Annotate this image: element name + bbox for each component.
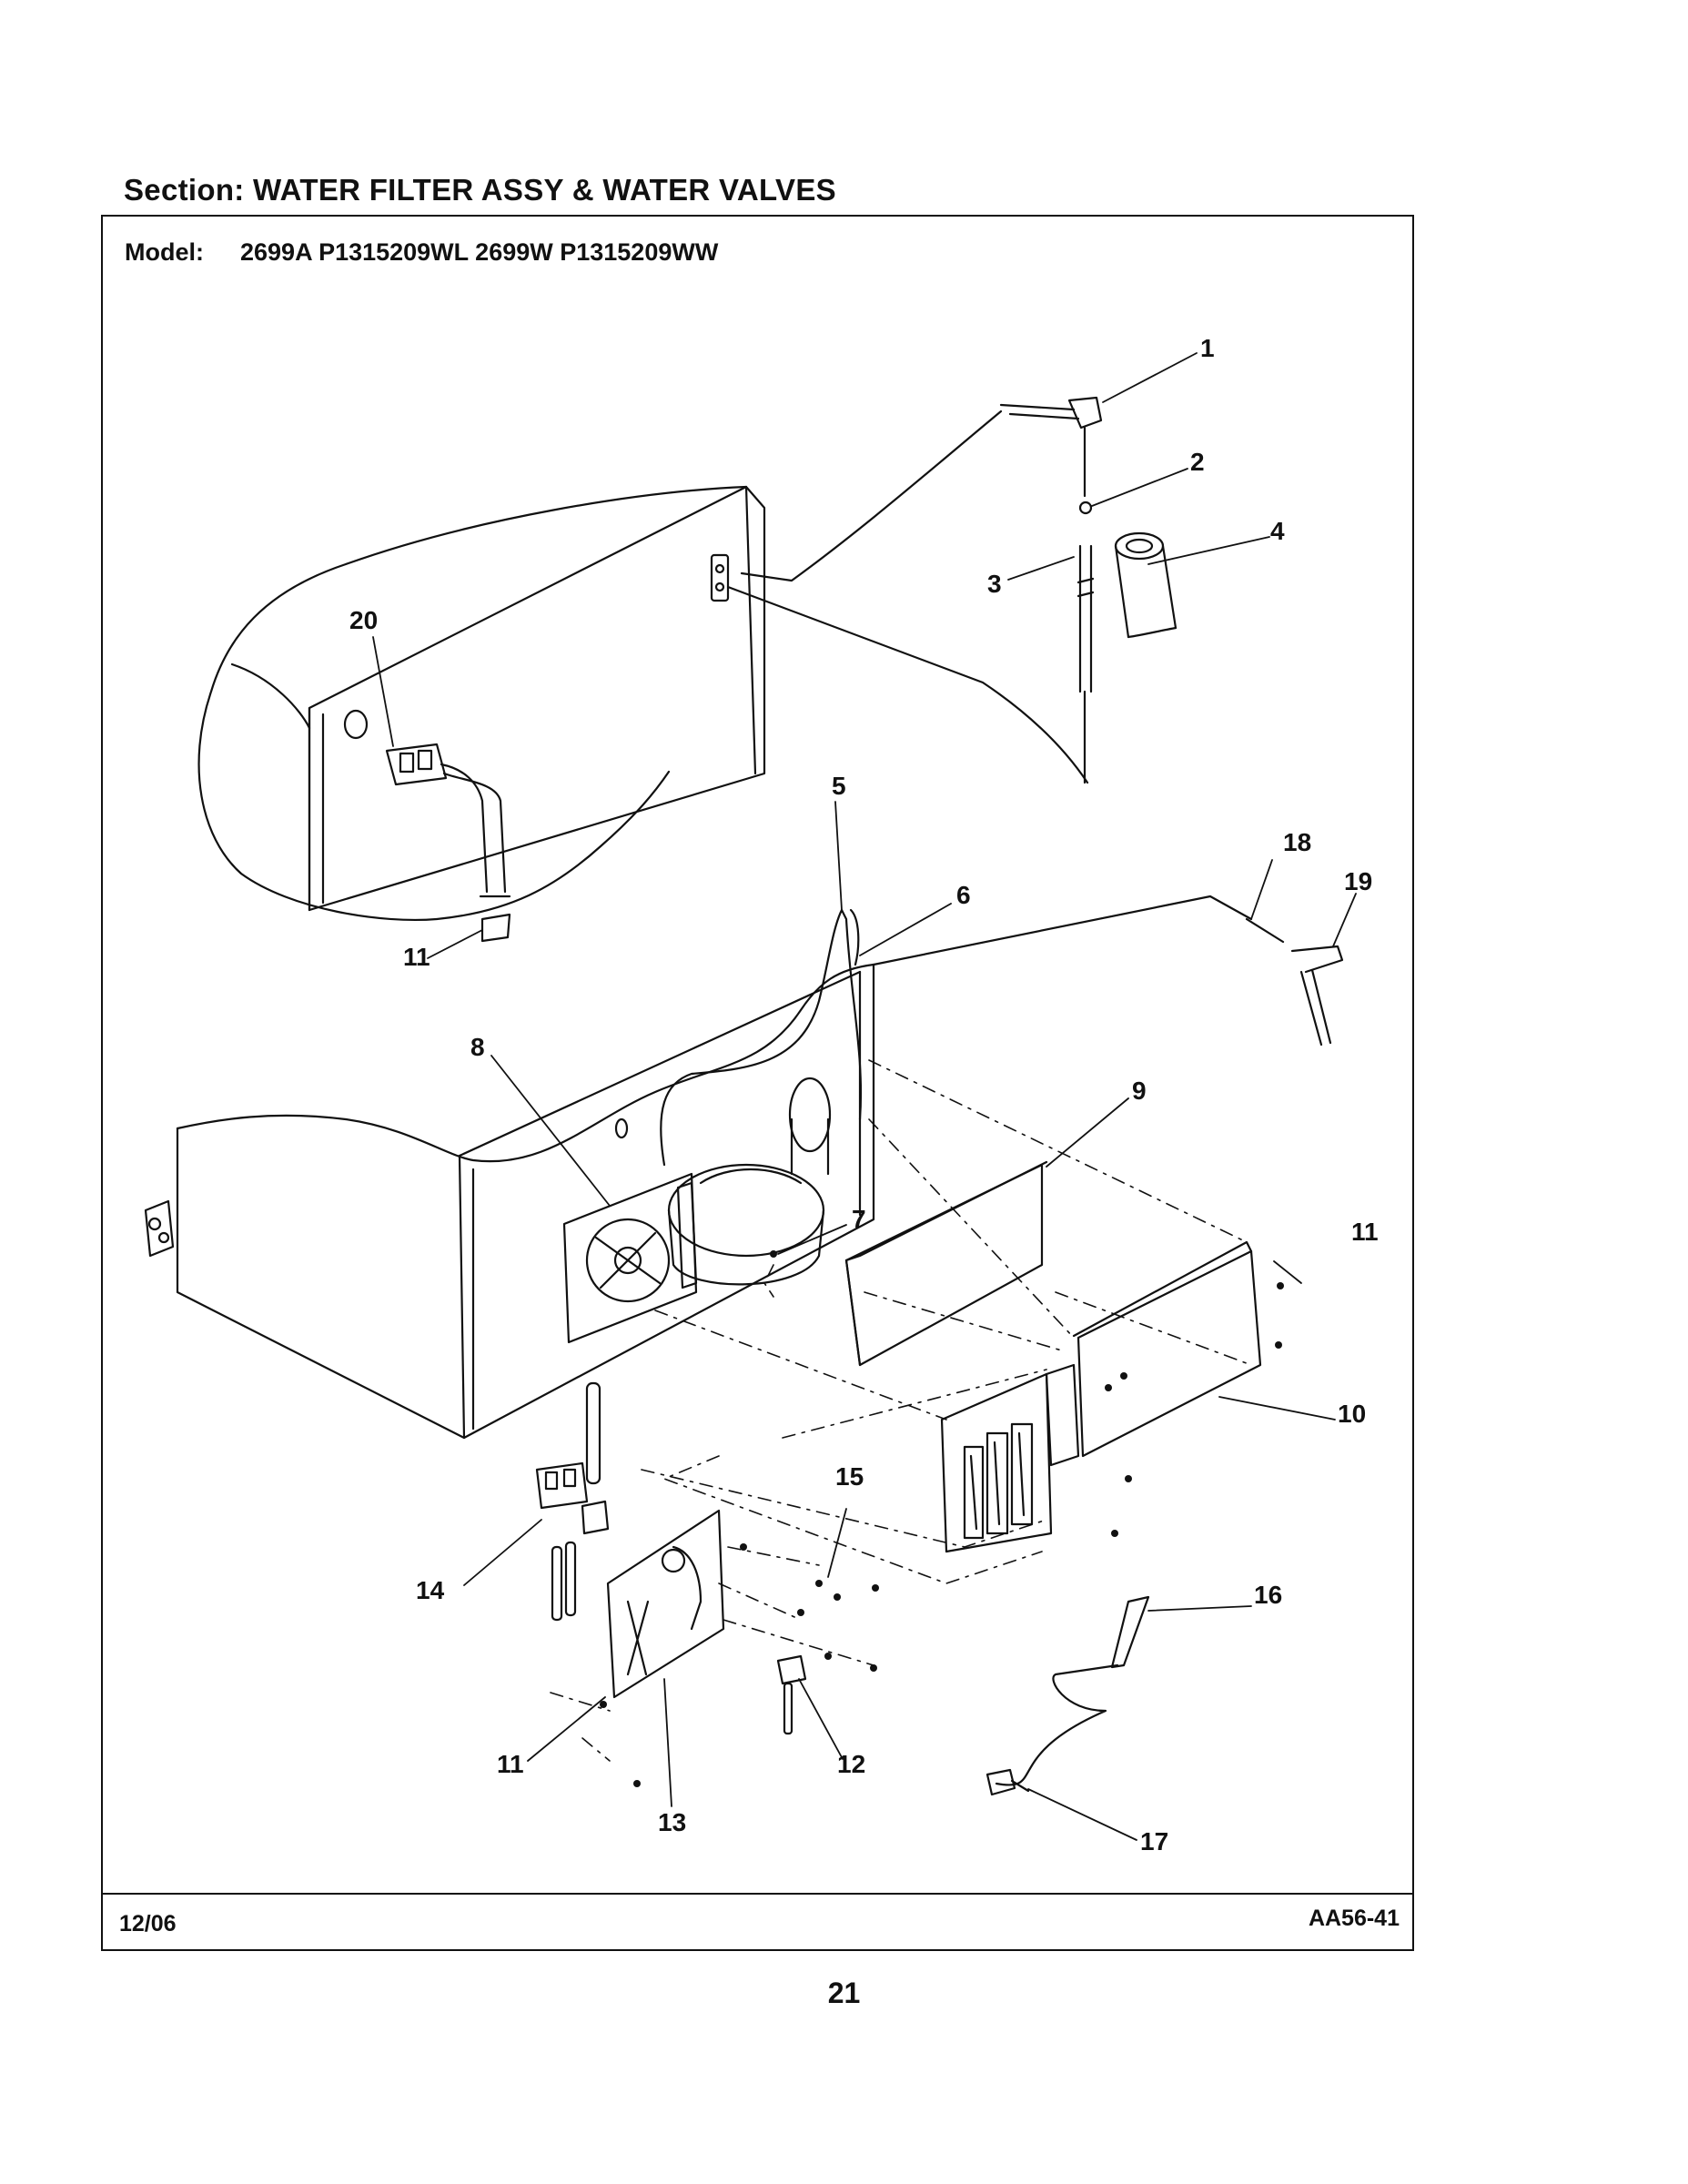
screws — [600, 1250, 1284, 1787]
part-20-water-valve — [385, 743, 511, 943]
callout-13: 13 — [658, 1808, 686, 1836]
callout-19: 19 — [1344, 867, 1372, 895]
part-17-fitting — [986, 1768, 1030, 1796]
callout-1: 1 — [1200, 334, 1215, 362]
footer-date: 12/06 — [119, 1911, 177, 1936]
callout-15: 15 — [835, 1462, 864, 1491]
callout-11: 11 — [403, 943, 430, 971]
callout-4: 4 — [1270, 517, 1285, 545]
assembly-lines — [550, 1059, 1252, 1762]
callout-3: 3 — [987, 570, 1002, 598]
callout-10: 10 — [1338, 1400, 1366, 1428]
callout-17: 17 — [1140, 1827, 1168, 1855]
callout-8: 8 — [470, 1033, 485, 1061]
model-numbers: 2699A P1315209WL 2699W P1315209WW — [240, 238, 719, 266]
part-1-water-line — [726, 396, 1103, 784]
page-number: 21 — [827, 1977, 861, 2009]
compressor — [667, 1077, 832, 1286]
part-12-valve — [776, 1654, 807, 1735]
footer-divider — [101, 1893, 1414, 1895]
model-line: Model: 2699A P1315209WL 2699W P1315209WW — [125, 238, 718, 267]
footer-code: AA56-41 — [1308, 1906, 1400, 1931]
part-10-grille — [940, 1240, 1262, 1553]
callout-20: 20 — [349, 606, 378, 634]
callout-2: 2 — [1190, 448, 1205, 476]
callout-18: 18 — [1283, 828, 1311, 856]
callout-16: 16 — [1254, 1581, 1282, 1609]
callout-labels: 1 2 3 4 5 6 7 8 9 10 11 11 11 12 13 14 1… — [349, 334, 1379, 1855]
part-4-tube-sleeve — [1114, 531, 1178, 639]
model-label: Model: — [125, 238, 204, 266]
callout-11: 11 — [1351, 1218, 1379, 1246]
upper-cabinet — [197, 485, 766, 922]
callout-5: 5 — [832, 772, 846, 800]
part-9-panel — [844, 1160, 1048, 1367]
diagram-frame — [101, 215, 1414, 1951]
leader-lines — [372, 352, 1357, 1841]
callout-12: 12 — [837, 1750, 865, 1778]
part-13-bracket — [606, 1509, 725, 1699]
part-5-6-tube — [660, 908, 863, 1167]
callout-9: 9 — [1132, 1077, 1147, 1105]
part-18-19-tubing — [872, 895, 1344, 1046]
callout-7: 7 — [852, 1205, 866, 1233]
lower-cabinet — [144, 963, 875, 1440]
section-title: Section: WATER FILTER ASSY & WATER VALVE… — [124, 173, 836, 207]
part-16-filter — [995, 1595, 1150, 1786]
callout-6: 6 — [956, 881, 971, 909]
part-8-fan-assembly — [562, 1172, 698, 1344]
callout-14: 14 — [416, 1576, 445, 1604]
part-14-valve — [535, 1381, 610, 1622]
callout-11: 11 — [497, 1750, 524, 1778]
